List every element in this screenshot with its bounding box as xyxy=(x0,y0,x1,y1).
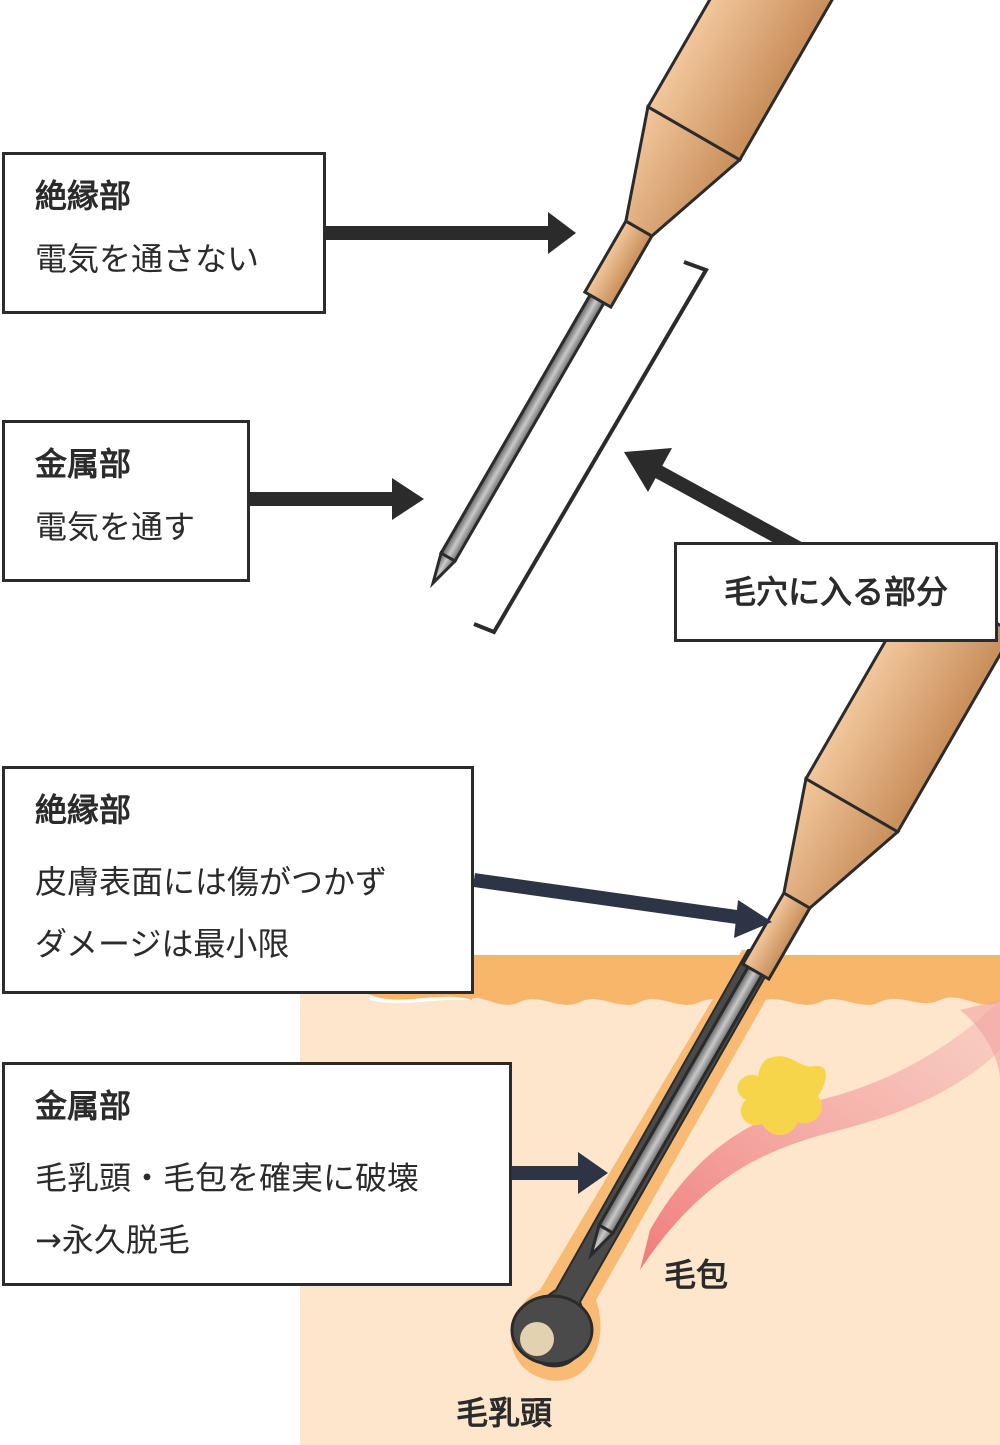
bottom-insulator-line-2: ダメージは最小限 xyxy=(35,925,290,963)
bottom-needle-tip xyxy=(588,1222,616,1261)
sebaceous-gland xyxy=(737,1056,826,1135)
top-insulator-title: 絶縁部 xyxy=(35,177,132,215)
papilla-label: 毛乳頭 xyxy=(456,1394,553,1432)
bottom-insulator-title: 絶縁部 xyxy=(35,791,132,829)
top-needle xyxy=(430,0,897,589)
bottom-metal-line-2: →永久脱毛 xyxy=(35,1221,190,1259)
arrow-top-pore xyxy=(624,448,802,555)
top-insulator-desc: 電気を通さない xyxy=(35,240,260,278)
pore-part-box: 毛穴に入る部分 xyxy=(674,542,998,642)
bottom-insulator-box: 絶縁部 皮膚表面には傷がつかず ダメージは最小限 xyxy=(2,766,474,994)
arrow-top-metal xyxy=(250,478,424,520)
top-needle-insulator xyxy=(582,218,654,310)
arrow-top-insulator xyxy=(326,212,576,254)
top-metal-desc: 電気を通す xyxy=(35,508,196,546)
top-needle-metal xyxy=(439,291,607,564)
follicle-tissue xyxy=(640,1000,1000,1270)
pore-part-label: 毛穴に入る部分 xyxy=(723,573,948,611)
dermal-papilla xyxy=(520,1322,554,1356)
follicle-label: 毛包 xyxy=(664,1256,729,1294)
arrow-bottom-metal xyxy=(512,1152,608,1194)
bottom-metal-line-1: 毛乳頭・毛包を確実に破壊 xyxy=(35,1159,420,1197)
pore-bracket xyxy=(473,260,709,635)
bottom-metal-title: 金属部 xyxy=(35,1087,132,1125)
top-insulator-box: 絶縁部 電気を通さない xyxy=(2,152,326,314)
bottom-metal-box: 金属部 毛乳頭・毛包を確実に破壊 →永久脱毛 xyxy=(2,1062,512,1286)
top-needle-tip xyxy=(430,550,458,589)
bottom-needle xyxy=(588,577,1000,1261)
top-metal-title: 金属部 xyxy=(35,445,132,483)
bottom-insulator-line-1: 皮膚表面には傷がつかず xyxy=(35,863,388,901)
top-metal-box: 金属部 電気を通す xyxy=(2,420,250,582)
arrow-bottom-insulator xyxy=(473,873,772,938)
top-handle xyxy=(645,0,897,162)
